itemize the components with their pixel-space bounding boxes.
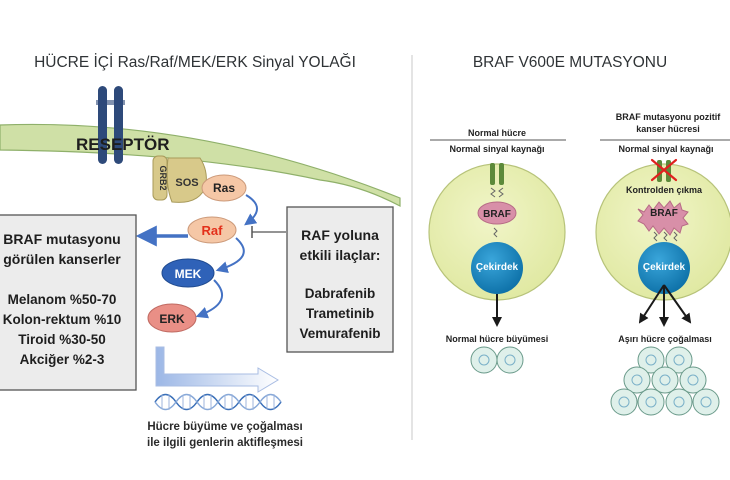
cancers-heading-line2: görülen kanserler: [3, 251, 121, 267]
normal-signal-squiggle: [490, 187, 504, 198]
raf-label: Raf: [202, 223, 224, 238]
cancer-braf-squiggle: [653, 231, 678, 242]
grb2-sos-complex: GRB2 SOS: [152, 155, 207, 203]
cancers-box: [0, 214, 137, 391]
raf-node: [187, 216, 237, 244]
drugs-heading-line1: RAF yoluna: [301, 227, 379, 243]
daughter-cell-nucleus: [631, 374, 643, 386]
daughter-cell-nucleus: [687, 374, 699, 386]
daughter-cell-nucleus: [673, 354, 685, 366]
daughter-cell: [637, 346, 665, 374]
cancer-cell-header-line2: kanser hücresi: [636, 124, 700, 134]
cancer-daughter-cells: [610, 346, 720, 416]
drug-item: Dabrafenib: [305, 286, 376, 301]
cancers-heading-line1: BRAF mutasyonu: [3, 231, 120, 247]
drug-item: Trametinib: [306, 306, 374, 321]
raf-to-mek-arrow: [215, 237, 245, 273]
receptor-label: RESEPTÖR: [76, 135, 170, 154]
cancer-nucleus: [638, 242, 690, 294]
daughter-cell: [679, 366, 707, 394]
mek-to-erk-arrow: [195, 279, 224, 319]
normal-nucleus: [471, 242, 523, 294]
drug-item: Vemurafenib: [299, 326, 380, 341]
activation-arrow: [155, 346, 279, 393]
dna-helix-icon: [154, 393, 282, 411]
gene-caption-line1: Hücre büyüme ve çoğalması: [147, 421, 302, 433]
normal-braf-label: BRAF: [483, 209, 511, 220]
gene-caption-line2: ile ilgili genlerin aktifleşmesi: [147, 437, 303, 449]
signal-blocked-cross-icon: [650, 158, 678, 182]
cancer-item: Kolon-rektum %10: [3, 312, 122, 327]
cancer-nucleus-label: Çekirdek: [643, 262, 686, 273]
receptor-icon: [96, 86, 125, 164]
ras-node: [201, 174, 247, 202]
ras-label: Ras: [213, 181, 235, 195]
normal-signal-label: Normal sinyal kaynağı: [449, 144, 544, 154]
daughter-cell-nucleus: [673, 396, 685, 408]
right-panel-title: BRAF V600E MUTASYONU: [473, 54, 667, 71]
mek-node: [161, 258, 215, 288]
cancer-item: Akciğer %2-3: [20, 352, 105, 367]
drug-inhibition-line: [251, 226, 286, 238]
daughter-cell-nucleus: [645, 396, 657, 408]
normal-nucleus-label: Çekirdek: [476, 262, 519, 273]
daughter-cell-nucleus: [659, 374, 671, 386]
normal-cell-header: Normal hücre: [468, 128, 526, 138]
daughter-cell: [623, 366, 651, 394]
cancer-outcome-label: Aşırı hücre çoğalması: [618, 334, 712, 344]
escape-control-label: Kontrolden çıkma: [626, 185, 703, 195]
daughter-cell: [637, 388, 665, 416]
drugs-heading-line2: etkili ilaçlar:: [300, 247, 381, 263]
normal-outcome-label: Normal hücre büyümesi: [446, 334, 549, 344]
daughter-cell-nucleus: [618, 396, 630, 408]
ras-to-raf-arrow: [244, 194, 258, 226]
mek-label: MEK: [175, 267, 202, 281]
cancer-item: Melanom %50-70: [8, 292, 117, 307]
cancer-cell-header-line1: BRAF mutasyonu pozitif: [616, 112, 721, 122]
daughter-cell: [692, 388, 720, 416]
drugs-box: [286, 206, 394, 353]
normal-receptor-icon: [490, 163, 504, 185]
normal-braf-squiggle: [493, 227, 498, 238]
cancer-item: Tiroid %30-50: [18, 332, 106, 347]
proliferation-arrows: [638, 284, 692, 327]
normal-braf-node: [477, 201, 517, 225]
daughter-cell: [665, 388, 693, 416]
cancer-braf-label: BRAF: [650, 208, 678, 219]
mutant-braf-burst: [637, 200, 689, 236]
daughter-cell-nucleus: [700, 396, 712, 408]
daughter-cell: [610, 388, 638, 416]
normal-daughter-cells: [470, 346, 524, 374]
cancer-signal-label: Normal sinyal kaynağı: [618, 144, 713, 154]
daughter-cell: [651, 366, 679, 394]
left-panel-title: HÜCRE İÇİ Ras/Raf/MEK/ERK Sinyal YOLAĞI: [34, 53, 356, 71]
sos-label: SOS: [175, 177, 198, 189]
daughter-cell: [665, 346, 693, 374]
daughter-cell-nucleus: [645, 354, 657, 366]
grb2-label: GRB2: [158, 165, 168, 190]
erk-label: ERK: [159, 312, 185, 326]
